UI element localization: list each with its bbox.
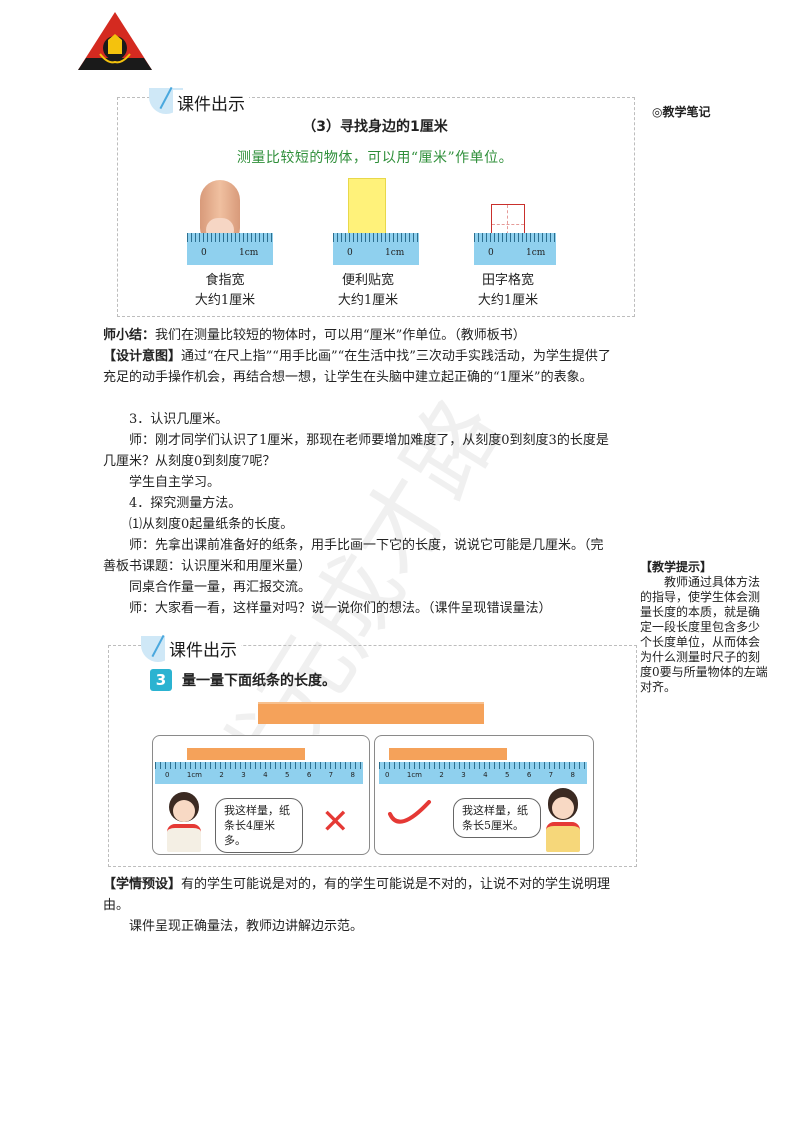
student-prediction-label: 【学情预设】 (103, 877, 182, 892)
tick-label: 6 (306, 771, 312, 779)
caption-line1: 田字格宽 (481, 273, 534, 288)
girl-avatar-left (163, 792, 205, 852)
caption-line1: 便利贴宽 (341, 273, 394, 288)
check-mark-icon (388, 800, 431, 824)
ruler-right: 0 1cm 2 3 4 5 6 7 8 (379, 762, 587, 784)
tick-label: 0 (165, 771, 170, 779)
self-study-line: 学生自主学习。 (129, 475, 221, 490)
speech-bubble-left: 我这样量，纸条长4厘米多。 (215, 798, 303, 853)
girl-avatar-right (541, 788, 585, 852)
ruler-1: 0 1cm (187, 233, 273, 265)
caption-line2: 大约1厘米 (194, 293, 256, 308)
substep-1: ⑴从刻度0起量纸条的长度。 (129, 517, 294, 532)
tick-label: 4 (483, 771, 488, 779)
tick-label: 1cm (186, 771, 202, 779)
ruler-3: 0 1cm (474, 233, 556, 265)
question-number-badge: 3 (150, 669, 172, 691)
tick-label: 5 (284, 771, 290, 779)
tick-label: 7 (328, 771, 334, 779)
correct-method-line: 课件呈现正确量法，教师边讲解边示范。 (129, 919, 364, 934)
courseware-header-2: 课件出示 (165, 636, 241, 661)
tick-label: 4 (263, 771, 268, 779)
design-intent-label: 【设计意图】 (103, 349, 182, 364)
tick-label: 5 (504, 771, 510, 779)
step-3-heading: 3．认识几厘米。 (129, 412, 229, 427)
paper-strip (258, 702, 484, 724)
ruler-zero-label: 0 (201, 248, 207, 258)
tick-label: 8 (570, 771, 575, 779)
tick-label: 3 (461, 771, 466, 779)
ruler-2: 0 1cm (333, 233, 419, 265)
summary-label: 师小结： (103, 328, 156, 343)
design-intent-paragraph: 【设计意图】通过“在尺上指”“用手比画”“在生活中找”三次动手实践活动，为学生提… (103, 346, 613, 388)
section-subtitle: 测量比较短的物体，可以用“厘米”作单位。 (236, 150, 514, 166)
teaching-tip-text: 教师通过具体方法的指导，使学生体会测量长度的本质，就是确定一段长度里包含多少个长… (640, 575, 768, 694)
question-text: 量一量下面纸条的长度。 (182, 673, 336, 689)
wrong-method-panel: 0 1cm 2 3 4 5 6 7 8 我这样量，纸条长4厘米多。 ✕ (152, 735, 370, 855)
caption-line1: 食指宽 (205, 273, 245, 288)
paper-strip-left (187, 748, 305, 760)
student-prediction-paragraph: 【学情预设】有的学生可能说是对的，有的学生可能说是不对的，让说不对的学生说明理由… (103, 874, 613, 916)
tick-label: 7 (548, 771, 554, 779)
tick-label: 2 (439, 771, 444, 779)
right-method-panel: 0 1cm 2 3 4 5 6 7 8 我这样量，纸条长5厘米。 (374, 735, 594, 855)
tick-label: 2 (219, 771, 224, 779)
ruler-zero-label: 0 (488, 248, 494, 258)
tick-label: 0 (385, 771, 390, 779)
caption-sticky: 便利贴宽 大约1厘米 (308, 271, 428, 311)
teacher-instruction: 师：先拿出课前准备好的纸条，用手比画一下它的长度，说说它可能是几厘米。（完善板书… (103, 538, 604, 574)
teaching-tip: 【教学提示】 教师通过具体方法的指导，使学生体会测量长度的本质，就是确定一段长度… (640, 560, 768, 695)
tick-label: 1cm (406, 771, 422, 779)
teaching-tip-title: 【教学提示】 (640, 560, 713, 574)
ruler-cm-label: 1cm (385, 248, 405, 258)
section-title: （3）寻找身边的1厘米 (302, 119, 448, 135)
ruler-cm-label: 1cm (526, 248, 546, 258)
tick-label: 3 (241, 771, 246, 779)
summary-paragraph: 师小结：我们在测量比较短的物体时，可以用“厘米”作单位。（教师板书） (103, 325, 613, 346)
ruler-cm-label: 1cm (239, 248, 259, 258)
tick-label: 8 (350, 771, 355, 779)
teaching-notes-label: ◎教学笔记 (652, 105, 711, 119)
step-4-heading: 4．探究测量方法。 (129, 496, 242, 511)
courseware-box-2 (108, 645, 637, 867)
caption-finger: 食指宽 大约1厘米 (165, 271, 285, 311)
courseware-header-1: 课件出示 (173, 90, 249, 115)
ruler-left: 0 1cm 2 3 4 5 6 7 8 (155, 762, 363, 784)
caption-line2: 大约1厘米 (337, 293, 399, 308)
student-prediction-text: 有的学生可能说是对的，有的学生可能说是不对的，让说不对的学生说明理由。 (103, 877, 611, 913)
caption-line2: 大约1厘米 (477, 293, 539, 308)
ruler-zero-label: 0 (347, 248, 353, 258)
school-logo (78, 12, 152, 70)
speech-bubble-right: 我这样量，纸条长5厘米。 (453, 798, 541, 838)
wrong-mark-icon: ✕ (321, 802, 350, 842)
pair-work-line: 同桌合作量一量，再汇报交流。 (129, 580, 312, 595)
courseware-box-1 (117, 97, 635, 317)
summary-text: 我们在测量比较短的物体时，可以用“厘米”作单位。（教师板书） (155, 328, 526, 343)
caption-tianzige: 田字格宽 大约1厘米 (448, 271, 568, 311)
teacher-ask: 师：大家看一看，这样量对吗？说一说你们的想法。（课件呈现错误量法） (129, 601, 552, 616)
tick-label: 6 (526, 771, 532, 779)
paper-strip-right (389, 748, 507, 760)
teacher-question: 师：刚才同学们认识了1厘米，那现在老师要增加难度了，从刻度0到刻度3的长度是几厘… (103, 433, 609, 469)
design-intent-text: 通过“在尺上指”“用手比画”“在生活中找”三次动手实践活动，为学生提供了充足的动… (103, 349, 611, 385)
